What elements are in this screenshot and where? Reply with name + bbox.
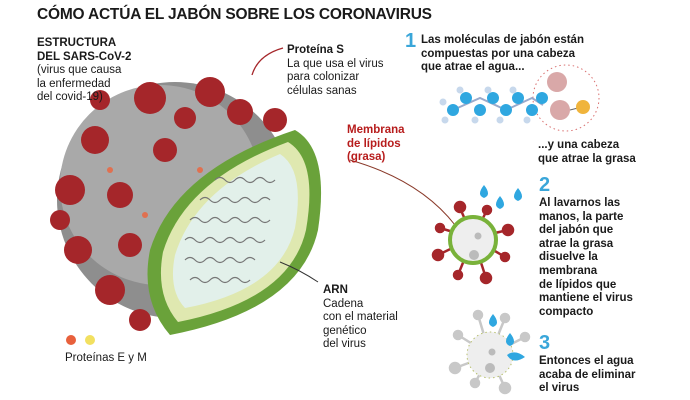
step-1-text: Las moléculas de jabón están compuestas …: [421, 34, 584, 75]
rna-heading: ARN: [323, 284, 348, 296]
structure-label: ESTRUCTURA DEL SARS-CoV-2 (virus que cau…: [37, 37, 131, 105]
step-2-line: membrana: [539, 264, 598, 277]
soap-molecule-illustration: [439, 64, 600, 132]
membrane-heading-3: (grasa): [347, 151, 386, 163]
protein-s-desc-1: La que usa el virus: [287, 57, 384, 70]
page-title: CÓMO ACTÚA EL JABÓN SOBRE LOS CORONAVIRU…: [37, 6, 432, 23]
rna-label: ARN Cadena con el material genético del …: [323, 284, 398, 352]
step-1-line: que atrae el agua...: [421, 61, 525, 74]
step-2-line: del jabón que: [539, 224, 614, 237]
step-1-extra-line: ...y una cabeza: [538, 139, 620, 151]
step-1-line: Las moléculas de jabón están: [421, 34, 584, 46]
structure-heading-1: ESTRUCTURA: [37, 37, 117, 49]
step-3-text: Entonces el agua acaba de eliminar el vi…: [539, 355, 636, 396]
step-2-line: manos, la parte: [539, 210, 624, 223]
proteins-em-label: Proteínas E y M: [65, 352, 147, 364]
protein-s-label: Proteína S La que usa el virus para colo…: [287, 44, 384, 98]
virus-step2-illustration: [431, 185, 522, 285]
step-3-line: acaba de eliminar: [539, 368, 636, 381]
virus-step3-illustration: [448, 309, 531, 395]
protein-s-desc-2: para colonizar: [287, 71, 360, 83]
step-2-line: de lípidos que: [539, 278, 617, 291]
rna-desc-4: del virus: [323, 338, 366, 350]
step-3-line: Entonces el agua: [539, 355, 634, 367]
protein-m-dot: [85, 335, 95, 345]
step-2-text: Al lavarnos las manos, la parte del jabó…: [539, 197, 633, 319]
step-1-extra-text: ...y una cabeza que atrae la grasa: [538, 139, 636, 166]
membrane-heading-2: de lípidos: [347, 137, 401, 150]
step-2-number: 2: [539, 174, 551, 196]
step-3-line: el virus: [539, 382, 580, 395]
coronavirus-illustration: [50, 47, 456, 345]
step-1-number: 1: [405, 30, 417, 52]
rna-desc-3: genético: [323, 324, 367, 337]
step-2-line: compacto: [539, 305, 594, 318]
protein-s-heading: Proteína S: [287, 44, 344, 56]
step-3-number: 3: [539, 332, 551, 354]
step-2-line: mantiene el virus: [539, 292, 633, 305]
step-1-extra-line: que atrae la grasa: [538, 152, 636, 165]
rna-desc-1: Cadena: [323, 297, 364, 310]
structure-desc-2: la enfermedad: [37, 77, 111, 90]
structure-desc-1: (virus que causa: [37, 64, 122, 76]
structure-heading-2: DEL SARS-CoV-2: [37, 50, 132, 63]
protein-s-desc-3: células sanas: [287, 84, 357, 97]
structure-desc-3: del covid-19): [37, 91, 103, 103]
membrane-label: Membrana de lípidos (grasa): [347, 124, 405, 165]
step-2-line: Al lavarnos las: [539, 197, 621, 209]
membrane-heading-1: Membrana: [347, 124, 405, 136]
protein-e-dot: [66, 335, 76, 345]
step-2-line: disuelve la: [539, 251, 598, 264]
step-1-line: compuestas por una cabeza: [421, 47, 576, 60]
rna-desc-2: con el material: [323, 311, 398, 323]
step-2-line: atrae la grasa: [539, 237, 614, 250]
